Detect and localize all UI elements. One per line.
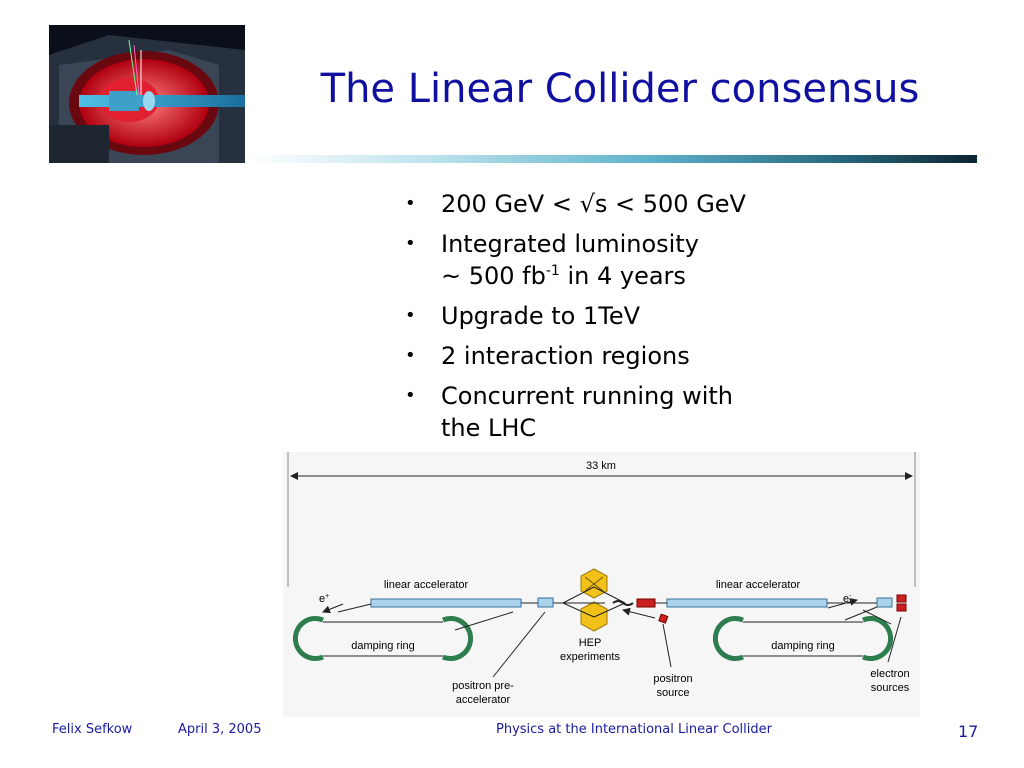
electron-sources-label-line2: sources (871, 682, 910, 694)
bullet-dot: • (405, 305, 416, 326)
detector-image (49, 25, 245, 163)
slide-title: The Linear Collider consensus (320, 66, 920, 112)
positron-target (658, 613, 669, 624)
damping-ring-right-label: damping ring (771, 640, 835, 652)
bullet-item: • 200 GeV < √s < 500 GeV (405, 188, 825, 220)
pre-accelerator-label-line2: accelerator (456, 694, 511, 706)
bullet-item: • Integrated luminosity ~ 500 fb-1 in 4 … (405, 228, 825, 292)
bullet-item: • 2 interaction regions (405, 340, 825, 372)
damping-ring-left-label: damping ring (351, 640, 415, 652)
electron-label: e- (843, 593, 852, 605)
bullet-text: Concurrent running with (441, 382, 734, 410)
footer-author: Felix Sefkow (52, 722, 133, 737)
page-number: 17 (958, 722, 979, 741)
positron-label: e+ (319, 593, 329, 605)
bullet-item: • Concurrent running with the LHC (405, 380, 825, 444)
title-divider (245, 155, 977, 163)
bullet-list: • 200 GeV < √s < 500 GeV • Integrated lu… (405, 188, 825, 452)
pre-accelerator-label-line1: positron pre- (452, 680, 514, 692)
bullet-superscript: -1 (545, 263, 560, 279)
bullet-text: Upgrade to 1TeV (441, 302, 640, 330)
positron-pre-accelerator (537, 597, 554, 608)
positron-source-label-line1: positron (653, 673, 692, 685)
bullet-item: • Upgrade to 1TeV (405, 300, 825, 332)
bullet-dot: • (405, 345, 416, 366)
positron-source-label-line2: source (656, 687, 689, 699)
electron-sources-label-line1: electron (870, 668, 909, 680)
collider-diagram: 33 km linear accelerator e+ damping ring… (283, 452, 920, 717)
bullet-text: 200 GeV < √s < 500 GeV (441, 190, 746, 218)
positron-source-block (636, 598, 656, 608)
bullet-text: 2 interaction regions (441, 342, 690, 370)
electron-source-1 (896, 594, 907, 603)
bullet-dot: • (405, 385, 416, 406)
hep-label-line1: HEP (579, 637, 602, 649)
footer-talk-title: Physics at the International Linear Coll… (496, 722, 772, 737)
footer-date: April 3, 2005 (178, 722, 262, 737)
bullet-dot: • (405, 233, 416, 254)
electron-pre-accelerator (876, 597, 893, 608)
bullet-dot: • (405, 193, 416, 214)
electron-source-2 (896, 603, 907, 612)
linac-left-label: linear accelerator (384, 579, 469, 591)
bullet-text: the LHC (441, 414, 537, 442)
linac-left (370, 598, 522, 608)
hep-label-line2: experiments (560, 651, 620, 663)
length-label: 33 km (586, 460, 616, 472)
linac-right (666, 598, 828, 608)
bullet-text: Integrated luminosity (441, 230, 699, 258)
linac-right-label: linear accelerator (716, 579, 801, 591)
bullet-text: ~ 500 fb (441, 262, 546, 290)
bullet-text: in 4 years (559, 262, 686, 290)
